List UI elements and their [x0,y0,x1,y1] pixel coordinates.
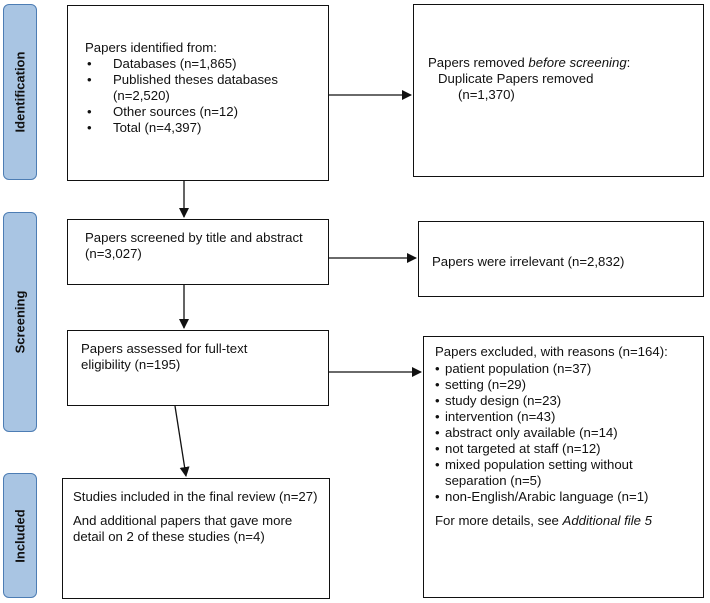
phase-included: Included [3,473,37,598]
irrelevant-text: Papers were irrelevant (n=2,832) [432,254,625,269]
included-box: Studies included in the final review (n=… [62,478,330,599]
phase-screening-label: Screening [12,290,28,354]
removed-heading-pre: Papers removed [428,55,529,70]
identified-item: Published theses databases (n=2,520) [85,72,320,104]
removed-heading: Papers removed before screening: [428,55,695,71]
identified-item: Total (n=4,397) [85,120,320,136]
excluded-heading: Papers excluded, with reasons (n=164): [435,344,668,359]
phase-identification: Identification [3,4,37,180]
removed-heading-post: : [626,55,631,70]
assessed-box: Papers assessed for full-text eligibilit… [67,330,329,406]
excluded-footer: For more details, see Additional file 5 [435,513,695,529]
excluded-footer-pre: For more details, see [435,513,563,528]
phase-screening: Screening [3,212,37,432]
irrelevant-box: Papers were irrelevant (n=2,832) [418,221,704,297]
assessed-text: Papers assessed for full-text eligibilit… [81,341,248,372]
excluded-item: not targeted at staff (n=12) [435,441,695,457]
identified-heading: Papers identified from: [85,40,217,55]
excluded-item: study design (n=23) [435,393,695,409]
excluded-box: Papers excluded, with reasons (n=164): p… [423,336,704,598]
excluded-item: intervention (n=43) [435,409,695,425]
removed-line1: Duplicate Papers removed [438,71,594,86]
identified-item: Other sources (n=12) [85,104,320,120]
identified-item: Databases (n=1,865) [85,56,320,72]
excluded-item: setting (n=29) [435,377,695,393]
excluded-item: non-English/Arabic language (n=1) [435,489,695,505]
phase-included-label: Included [12,508,28,563]
removed-box: Papers removed before screening: Duplica… [413,4,704,177]
excluded-footer-em: Additional file 5 [562,513,652,528]
included-line2: And additional papers that gave more det… [73,513,293,544]
phase-identification-label: Identification [12,51,28,133]
identified-list: Databases (n=1,865) Published theses dat… [85,56,320,136]
removed-heading-em: before screening [528,55,627,70]
arrow-assessed-to-included [174,405,190,477]
excluded-list: patient population (n=37) setting (n=29)… [435,361,695,505]
excluded-item: mixed population setting without separat… [435,457,695,489]
screened-text: Papers screened by title and abstract (n… [85,230,303,261]
excluded-item: patient population (n=37) [435,361,695,377]
screened-box: Papers screened by title and abstract (n… [67,219,329,285]
excluded-item: abstract only available (n=14) [435,425,695,441]
removed-line2: (n=1,370) [458,87,515,102]
identified-box: Papers identified from: Databases (n=1,8… [67,5,329,181]
included-line1: Studies included in the final review (n=… [73,489,318,504]
